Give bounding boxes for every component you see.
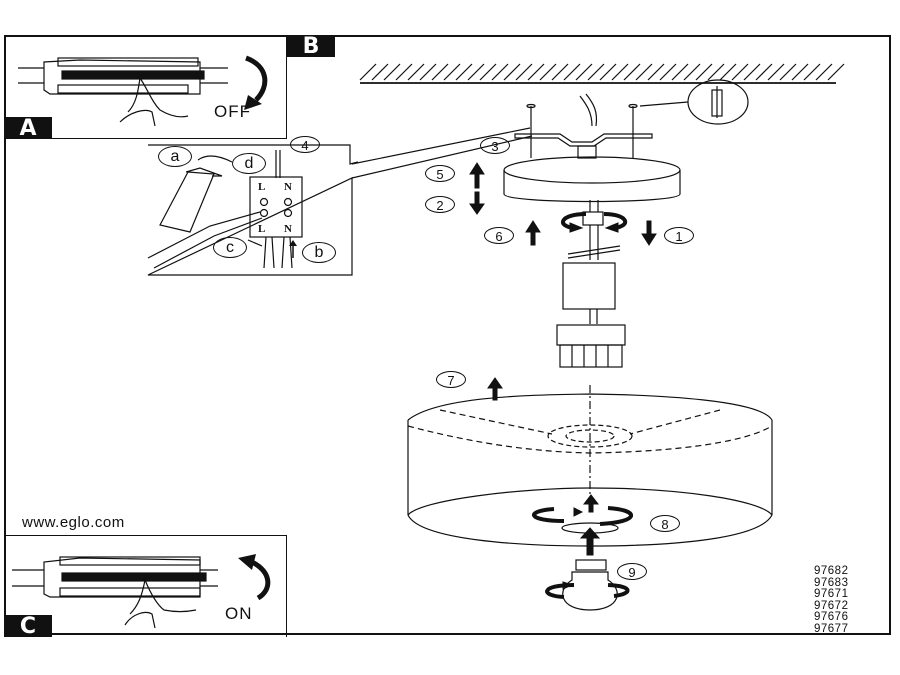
hatch-line (527, 63, 545, 81)
hatch-line (635, 63, 653, 81)
hatch-line (803, 63, 821, 81)
hatch-line (719, 63, 737, 81)
model-number: 97671 (814, 588, 849, 600)
direction-arrows (469, 162, 657, 599)
model-number: 97682 (814, 565, 849, 577)
hatch-line (731, 63, 749, 81)
model-number: 97676 (814, 611, 849, 623)
hatch-line (695, 63, 713, 81)
instruction-sheet-frame (4, 35, 891, 635)
hatch-line (623, 63, 641, 81)
hatch-line (707, 63, 725, 81)
substep-d-marker: d (232, 153, 266, 174)
hatch-line (791, 63, 809, 81)
panel-b-badge: B (287, 35, 335, 59)
panel-a-power-off (4, 35, 287, 139)
substep-a-marker: a (158, 146, 192, 167)
mounting-bracket (514, 79, 749, 159)
hatch-line (815, 63, 833, 81)
step-1-marker: 1 (664, 227, 694, 244)
panel-c-badge: C (4, 615, 52, 639)
step-2-marker: 2 (425, 196, 455, 213)
terminal-l-bottom: L (258, 223, 265, 235)
hatch-line (563, 63, 581, 81)
hatch-line (599, 63, 617, 81)
hatch-line (503, 63, 521, 81)
step-5-marker: 5 (425, 165, 455, 182)
drum-shade (407, 385, 773, 547)
hatch-line (671, 63, 689, 81)
hatch-line (575, 63, 593, 81)
hatch-line (371, 63, 389, 81)
hatch-line (755, 63, 773, 81)
step-3-marker: 3 (480, 137, 510, 154)
hatch-line (467, 63, 485, 81)
ceiling-canopy (503, 156, 681, 203)
hatch-line (743, 63, 761, 81)
panel-a-badge: A (4, 117, 52, 141)
model-number: 97683 (814, 576, 849, 589)
hatch-line (611, 63, 629, 81)
substep-c-marker: c (213, 237, 247, 258)
breaker-panel-on (12, 556, 218, 629)
step-7-marker: 7 (436, 371, 466, 388)
step-4-marker: 4 (290, 136, 320, 153)
terminal-l-top: L (258, 181, 265, 193)
hatch-line (491, 63, 509, 81)
website-url: www.eglo.com (22, 514, 125, 531)
hatch-line (551, 63, 569, 81)
model-number: 97672 (814, 599, 849, 612)
power-off-label: OFF (214, 102, 251, 121)
hatch-line (515, 63, 533, 81)
step-6-marker: 6 (484, 227, 514, 244)
hatch-line (587, 63, 605, 81)
hatch-line (647, 63, 665, 81)
ceiling-hatch (359, 63, 845, 84)
hatch-line (767, 63, 785, 81)
hatch-line (479, 63, 497, 81)
hatch-line (359, 63, 377, 81)
rotate-arrow-up-icon (250, 559, 271, 601)
terminal-n-top: N (284, 181, 292, 193)
hatch-line (407, 63, 425, 81)
hatch-line (395, 63, 413, 81)
socket-sleeve (562, 262, 616, 310)
step-8-marker: 8 (650, 515, 680, 532)
power-on-label: ON (225, 604, 253, 623)
hatch-line (683, 63, 701, 81)
hatch-line (383, 63, 401, 81)
rod-nut (582, 211, 604, 226)
substep-b-marker: b (302, 242, 336, 263)
hatch-line (539, 63, 557, 81)
breaker-panel-off (18, 57, 228, 127)
lamp-socket (556, 324, 626, 368)
hatch-line (779, 63, 797, 81)
hatch-line (455, 63, 473, 81)
panel-c-power-on (4, 535, 287, 637)
hatch-line (827, 63, 845, 81)
rotate-arrow-down-icon (244, 55, 268, 102)
step-9-marker: 9 (617, 563, 647, 580)
hatch-line (431, 63, 449, 81)
hatch-line (419, 63, 437, 81)
wiring-detail-inset (147, 127, 533, 276)
hatch-line (659, 63, 677, 81)
terminal-n-bottom: N (284, 223, 292, 235)
model-numbers: 97682 97683 97671 97672 97676 97677 (814, 565, 849, 635)
hatch-line (443, 63, 461, 81)
model-number: 97677 (814, 622, 849, 635)
